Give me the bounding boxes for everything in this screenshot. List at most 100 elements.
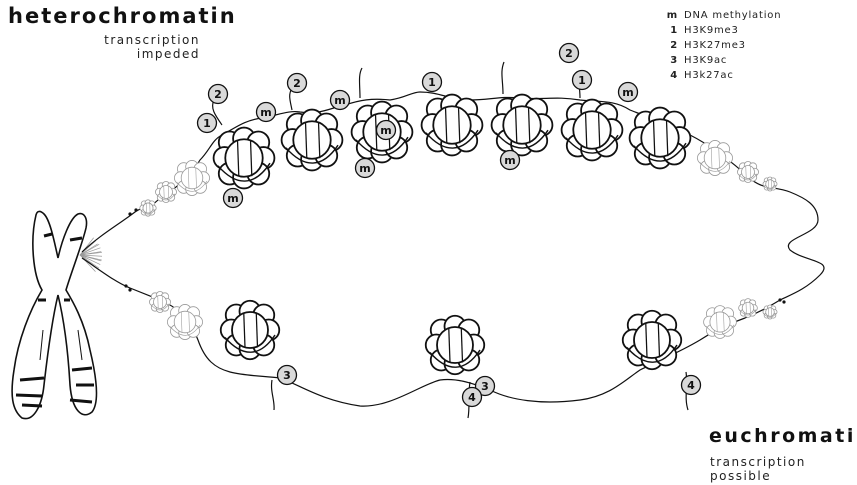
legend-label: H3K9ac [684,53,727,68]
marker-label: m [622,86,633,99]
chromosome-band [22,405,42,406]
nucleosome-heterochromatin [422,95,483,156]
dna-strand [502,62,504,94]
nucleosome-faded [737,161,758,182]
nucleosome-faded [174,160,209,195]
legend-key: 2 [660,38,678,53]
histone-core [433,106,470,143]
chromosome-band [70,400,92,402]
heterochromatin-subtitle-line2: impeded [40,47,200,61]
legend: m DNA methylation 1 H3K9me3 2 H3K27me3 3… [660,8,781,83]
nucleosome-faded [763,305,777,319]
nucleosome-heterochromatin [492,95,553,156]
nucleosome-euchromatin [426,316,485,375]
nucleosome-heterochromatin [562,100,623,161]
marker-h3k27ac: 4 [682,376,701,395]
histone-core [641,119,678,156]
nucleosome-euchromatin [221,301,280,360]
nucleosome-faded [167,304,202,339]
marker-label: 1 [578,74,586,87]
strand-bead [778,298,781,301]
heterochromatin-subtitle-line1: transcription [40,33,200,47]
marker-label: 2 [565,47,573,60]
marker-h3k9ac: 3 [278,366,297,385]
legend-key: 4 [660,68,678,83]
nucleosome-faded [149,291,170,312]
legend-item-h3k27me3: 2 H3K27me3 [660,38,781,53]
chromosome-band [20,378,44,380]
nucleosome-faded [763,177,777,191]
dna-strand [272,380,275,410]
heterochromatin-title: heterochromatin [8,4,237,28]
legend-label: H3k27ac [684,68,734,83]
histone-core [154,296,167,309]
euchromatin-subtitle: transcription possible [710,455,806,483]
nucleosome-heterochromatin [630,108,691,169]
histone-core [766,308,775,317]
marker-label: m [504,154,515,167]
histone-core [160,186,173,199]
marker-h3k9me3: 1 [423,73,442,92]
marker-label: m [380,124,391,137]
histone-core [573,111,610,148]
marker-label: 4 [468,391,476,404]
marker-label: 2 [214,88,222,101]
legend-key: 3 [660,53,678,68]
chromosome-band [44,234,52,236]
marker-label: 3 [481,380,489,393]
chromosome-band [72,368,92,370]
nucleosomes [140,95,777,375]
marker-h3k27me3: 2 [288,74,307,93]
euchromatin-subtitle-line1: transcription [710,455,806,469]
marker-h3k27me3: 2 [209,85,228,104]
histone-core [742,166,755,179]
marker-label: m [334,94,345,107]
marker-label: 3 [283,369,291,382]
nucleosome-faded [739,299,758,318]
histone-core [174,311,196,333]
histone-core [232,312,268,348]
legend-key: m [660,8,678,23]
histone-core [634,322,670,358]
marker-h3k27ac: 4 [463,388,482,407]
chromosome-band [16,395,42,396]
histone-core [225,139,262,176]
heterochromatin-subtitle: transcription impeded [40,33,200,61]
chromosome-band [70,238,82,240]
marker-h3k9me3: 1 [198,114,217,133]
marker-label: 1 [428,76,436,89]
strand-bead [782,300,785,303]
marker-label: m [260,106,271,119]
legend-item-h3k9ac: 3 H3K9ac [660,53,781,68]
chromosome-outline [12,211,96,418]
marker-methylation: m [377,121,396,140]
histone-core [503,106,540,143]
marker-h3k9me3: 1 [573,71,592,90]
strand-bead [134,208,137,211]
histone-core [742,302,754,314]
histone-core [293,121,330,158]
marker-methylation: m [501,151,520,170]
histone-core [437,327,473,363]
marker-methylation: m [356,159,375,178]
histone-core [766,180,775,189]
nucleosome-euchromatin [623,311,682,370]
marker-label: 4 [687,379,695,392]
marker-methylation: m [257,103,276,122]
strand-bead [128,212,131,215]
histone-core [710,312,730,332]
marker-label: 2 [293,77,301,90]
marker-methylation: m [331,91,350,110]
marker-label: 1 [203,117,211,130]
nucleosome-faded [697,140,732,175]
nucleosome-heterochromatin [214,128,275,189]
histone-core [143,203,153,213]
legend-item-h3k27ac: 4 H3k27ac [660,68,781,83]
euchromatin-title: euchromatin [709,425,857,447]
legend-label: H3K9me3 [684,23,739,38]
marker-methylation: m [619,83,638,102]
marker-methylation: m [224,189,243,208]
legend-label: H3K27me3 [684,38,746,53]
marker-label: m [359,162,370,175]
